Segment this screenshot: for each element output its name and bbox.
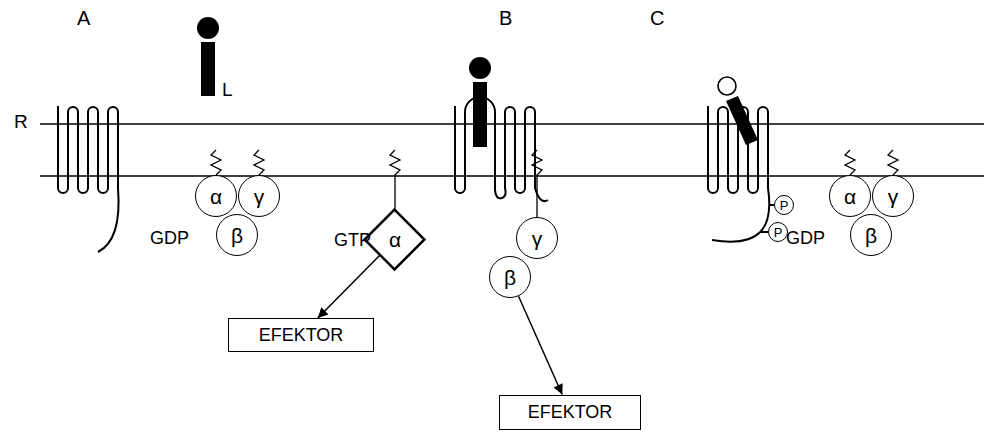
node-text: P [780, 199, 789, 212]
g-gamma-subunit: γ [516, 217, 558, 259]
node-text: EFEKTOR [259, 326, 344, 344]
g-gamma-subunit: γ [238, 175, 280, 217]
g-beta-subunit: β [489, 256, 531, 298]
phosphate-circle: P [774, 195, 794, 215]
g-alpha-subunit: α [195, 175, 237, 217]
node-text: γ [254, 186, 265, 207]
node-text: β [504, 267, 516, 288]
ligand-label: L [222, 80, 233, 99]
membrane-line [40, 123, 984, 125]
panel-letter: C [650, 8, 664, 28]
g-alpha-subunit: α [829, 175, 871, 217]
lipid-anchor [888, 150, 898, 175]
nucleotide-label: GDP [150, 229, 189, 247]
signal-arrow [318, 255, 380, 318]
node-text: β [231, 225, 243, 246]
phosphate-circle: P [768, 222, 788, 242]
lipid-anchor [845, 150, 855, 175]
ligand-head [197, 17, 219, 39]
lipid-anchor [254, 150, 264, 175]
signal-arrow [519, 296, 563, 394]
node-text: α [389, 229, 401, 250]
receptors [58, 97, 774, 252]
nucleotide-label: GDP [786, 229, 825, 247]
ligand-body [473, 82, 487, 147]
nucleotide-label: GTP [334, 231, 371, 249]
ligand-body [201, 42, 215, 96]
receptor-b [455, 97, 548, 201]
membrane [40, 124, 984, 176]
lipid-anchor [532, 150, 542, 217]
g-beta-subunit: β [216, 214, 258, 256]
lipid-anchor [211, 150, 221, 175]
phosphate-stub [760, 231, 768, 233]
node-text: α [210, 186, 222, 207]
node-text: α [844, 186, 856, 207]
node-text: P [774, 226, 783, 239]
node-text: γ [888, 186, 899, 207]
lipid-anchors [211, 150, 898, 217]
g-gamma-subunit: γ [872, 175, 914, 217]
receptor-label: R [14, 112, 28, 131]
effector-box: EFEKTOR [499, 395, 641, 430]
effector-box: EFEKTOR [228, 318, 374, 352]
panel-letter: B [499, 8, 512, 28]
ligand-head [469, 57, 491, 79]
node-text: EFEKTOR [528, 403, 613, 421]
node-text: γ [532, 228, 543, 249]
g-beta-subunit: β [850, 214, 892, 256]
node-text: β [865, 225, 877, 246]
ligands [197, 17, 758, 147]
lipid-anchor [390, 150, 400, 213]
active-alpha-diamond: α [364, 209, 425, 270]
ligand-head [718, 77, 736, 95]
receptor-a [58, 106, 119, 252]
diamond-shape [365, 210, 425, 270]
panel-letter: A [77, 8, 90, 28]
ligand-body [726, 96, 758, 145]
